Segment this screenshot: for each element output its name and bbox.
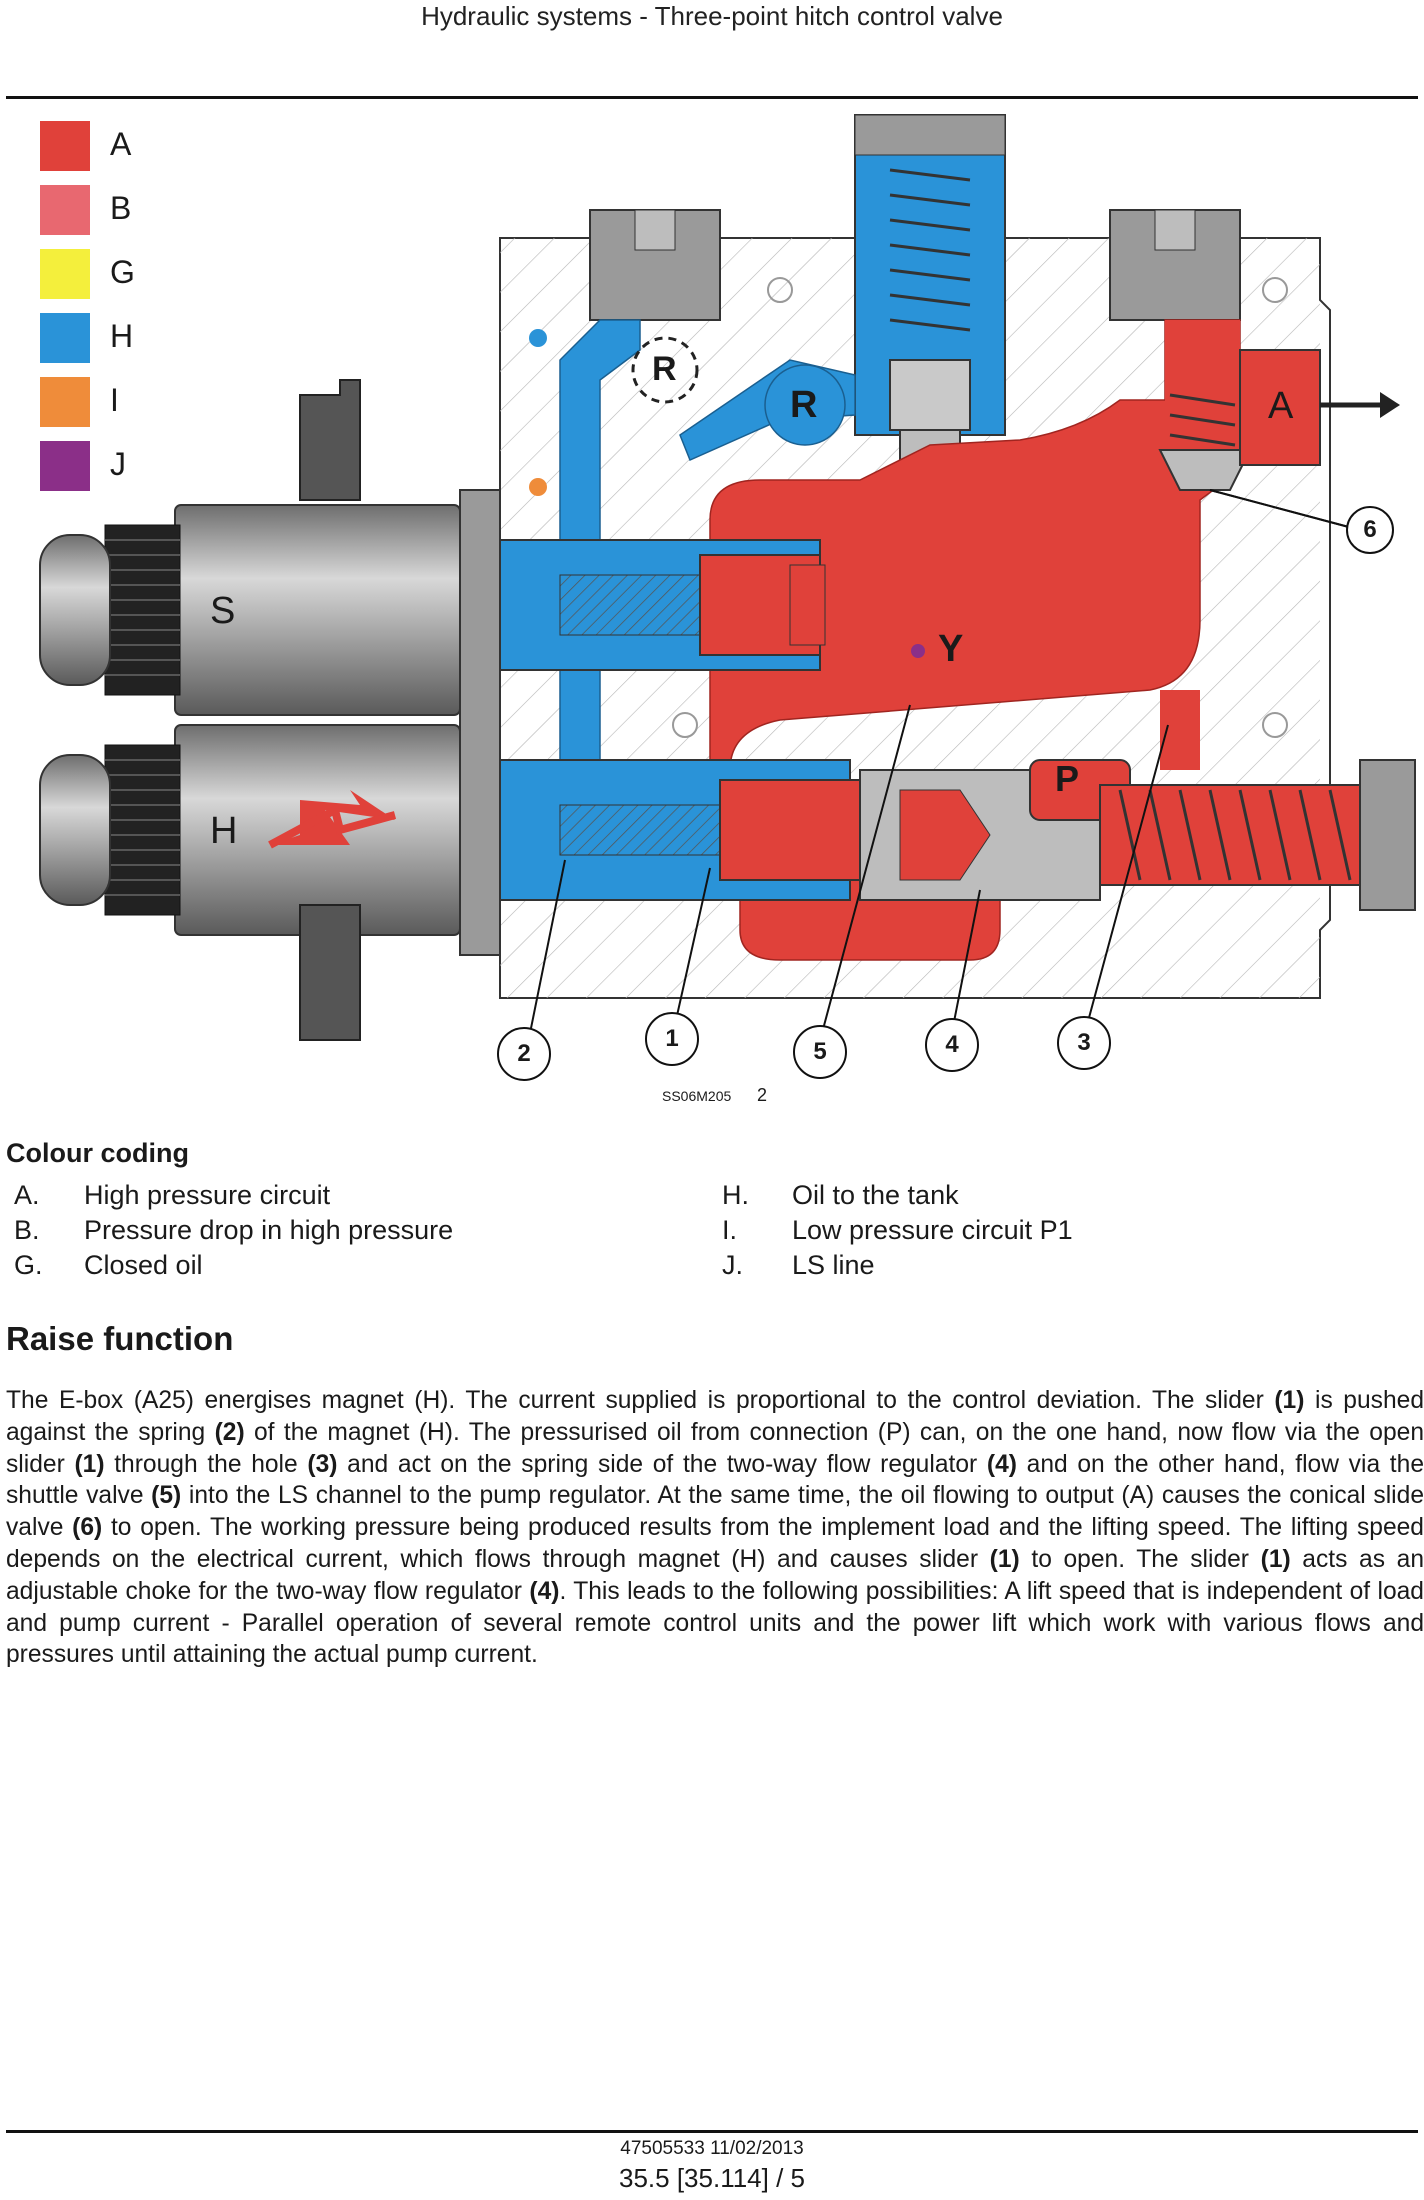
legend-label-a: A [110, 126, 132, 162]
section-title: Raise function [6, 1320, 234, 1357]
page-header: Hydraulic systems - Three-point hitch co… [421, 1, 1003, 31]
figure-number: 2 [757, 1085, 768, 1105]
label-a: A [1268, 385, 1294, 427]
cc-item-a: A.High pressure circuit [14, 1180, 331, 1210]
port-a-box [1239, 349, 1321, 466]
solenoid-h-nut [104, 744, 181, 916]
label-r: R [790, 384, 818, 426]
colour-coding-heading: Colour coding [6, 1138, 189, 1168]
valve-diagram [39, 114, 1416, 1049]
legend-swatch-a [40, 121, 90, 171]
legend-swatch-h [40, 313, 90, 363]
callout-4: 4 [925, 1018, 979, 1072]
legend-swatch-i [40, 377, 90, 427]
legend-label-j: J [110, 446, 126, 482]
callout-1: 1 [645, 1012, 699, 1066]
relief-spring [889, 168, 971, 332]
legend-swatch-g [40, 249, 90, 299]
label-r-dashed: R [652, 350, 677, 388]
callout-6: 6 [1346, 506, 1394, 554]
figure-code: SS06M205 [662, 1088, 732, 1104]
callout-2: 2 [497, 1027, 551, 1081]
label-s: S [210, 590, 236, 632]
hp-channel [709, 319, 1241, 771]
header-rule [6, 96, 1418, 99]
legend-label-i: I [110, 382, 119, 418]
legend-label-h: H [110, 318, 134, 354]
legend-label-g: G [110, 254, 135, 290]
legend-swatch-j [40, 441, 90, 491]
solenoid-s-nut [104, 524, 181, 696]
callout-3: 3 [1057, 1016, 1111, 1070]
section-paragraph: The E-box (A25) energises magnet (H). Th… [6, 1387, 1424, 1669]
legend-label-b: B [110, 190, 132, 226]
cc-item-h: H.Oil to the tank [722, 1180, 959, 1210]
footer-rule [6, 2130, 1418, 2133]
label-p: P [1055, 758, 1080, 799]
cc-item-i: I.Low pressure circuit P1 [722, 1215, 1073, 1245]
cc-item-g: G.Closed oil [14, 1250, 203, 1280]
label-y: Y [938, 628, 964, 670]
cc-item-j: J.LS line [722, 1250, 875, 1280]
callout-5: 5 [793, 1025, 847, 1079]
cc-item-b: B.Pressure drop in high pressure [14, 1215, 454, 1245]
footer-doc-id: 47505533 11/02/2013 [620, 2138, 804, 2159]
footer-page: 35.5 [35.114] / 5 [619, 2163, 805, 2193]
label-h: H [210, 810, 238, 852]
legend-swatch-b [40, 185, 90, 235]
